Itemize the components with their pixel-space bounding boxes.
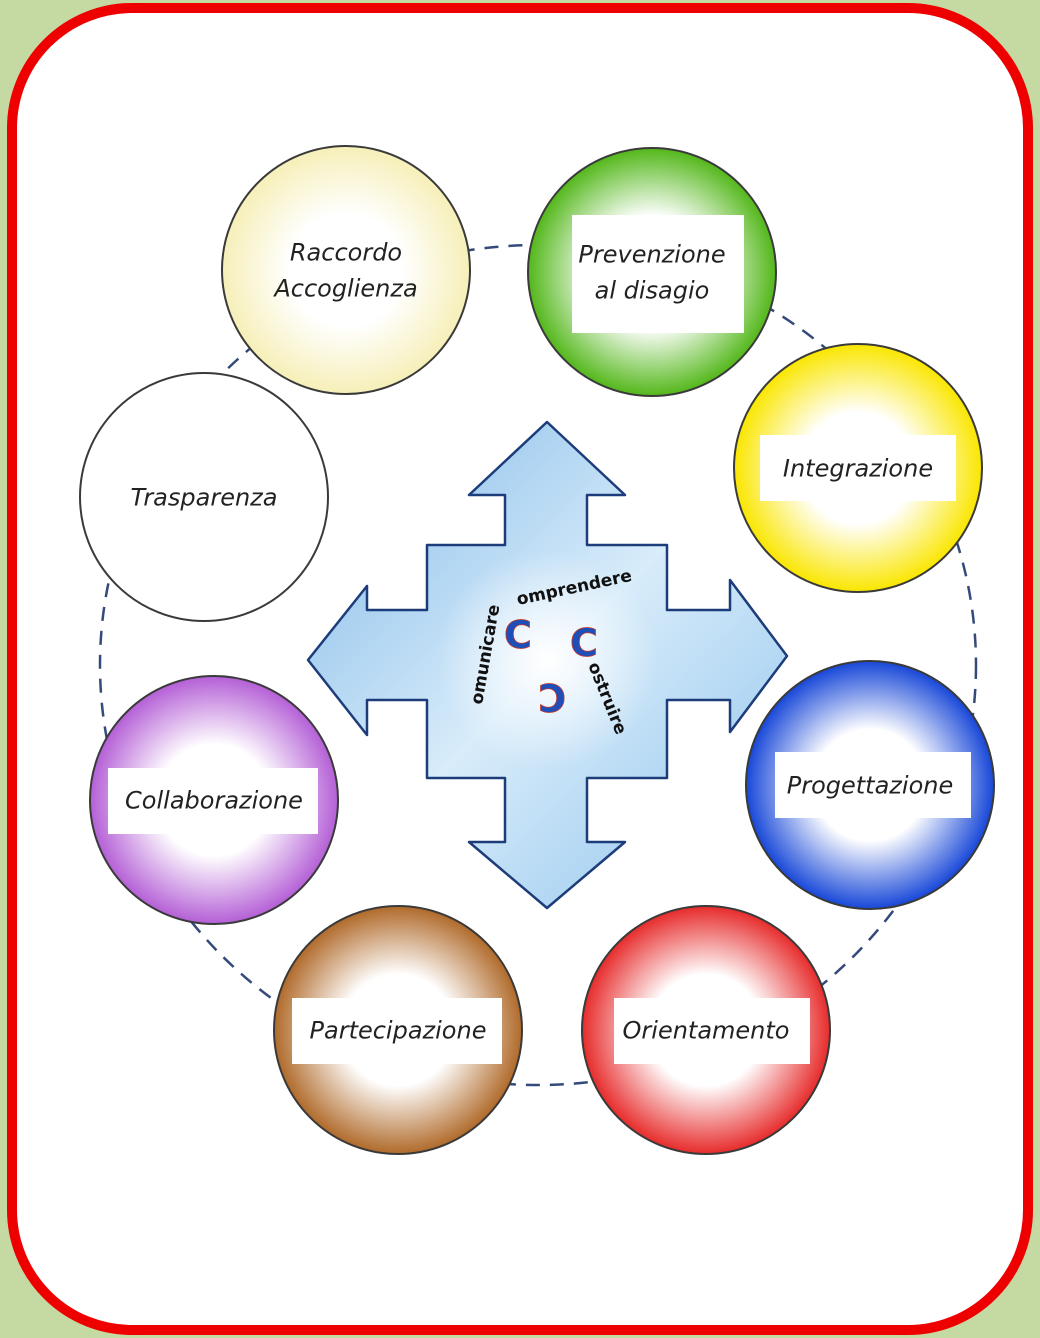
node-integrazione: Integrazione <box>733 343 983 593</box>
node-label-trasparenza: Trasparenza <box>131 483 278 511</box>
node-label-box-progettazione <box>775 752 971 818</box>
node-label-box-partecipazione <box>292 998 502 1064</box>
letter-c-2: C <box>570 621 598 665</box>
node-partecipazione: Partecipazione <box>273 905 523 1155</box>
node-label-progettazione: Progettazione <box>787 771 953 799</box>
four-way-arrow <box>306 420 789 910</box>
letter-c-1: C <box>504 613 532 657</box>
node-progettazione: Progettazione <box>745 660 995 910</box>
node-circle-raccordo <box>221 145 471 395</box>
node-label-box-integrazione <box>760 435 956 501</box>
node-label-raccordo-2: Accoglienza <box>272 274 417 302</box>
node-label-partecipazione: Partecipazione <box>310 1016 487 1044</box>
node-label-box-collaborazione <box>108 768 318 834</box>
letter-c-3: C <box>538 675 566 719</box>
node-label-collaborazione: Collaborazione <box>125 786 303 814</box>
node-label-prevenzione-1: Prevenzione <box>578 240 725 268</box>
node-trasparenza: Trasparenza <box>79 372 329 622</box>
node-label-orientamento: Orientamento <box>623 1016 790 1044</box>
node-label-box-prevenzione <box>572 215 744 333</box>
node-label-prevenzione-2: al disagio <box>595 276 710 304</box>
node-collaborazione: Collaborazione <box>89 675 339 925</box>
node-label-box-orientamento <box>614 998 810 1064</box>
node-prevenzione: Prevenzione al disagio <box>527 147 777 397</box>
node-circle-trasparenza <box>79 372 329 622</box>
node-orientamento: Orientamento <box>581 905 831 1155</box>
node-label-integrazione: Integrazione <box>783 454 933 482</box>
node-label-raccordo-1: Raccordo <box>290 238 402 266</box>
